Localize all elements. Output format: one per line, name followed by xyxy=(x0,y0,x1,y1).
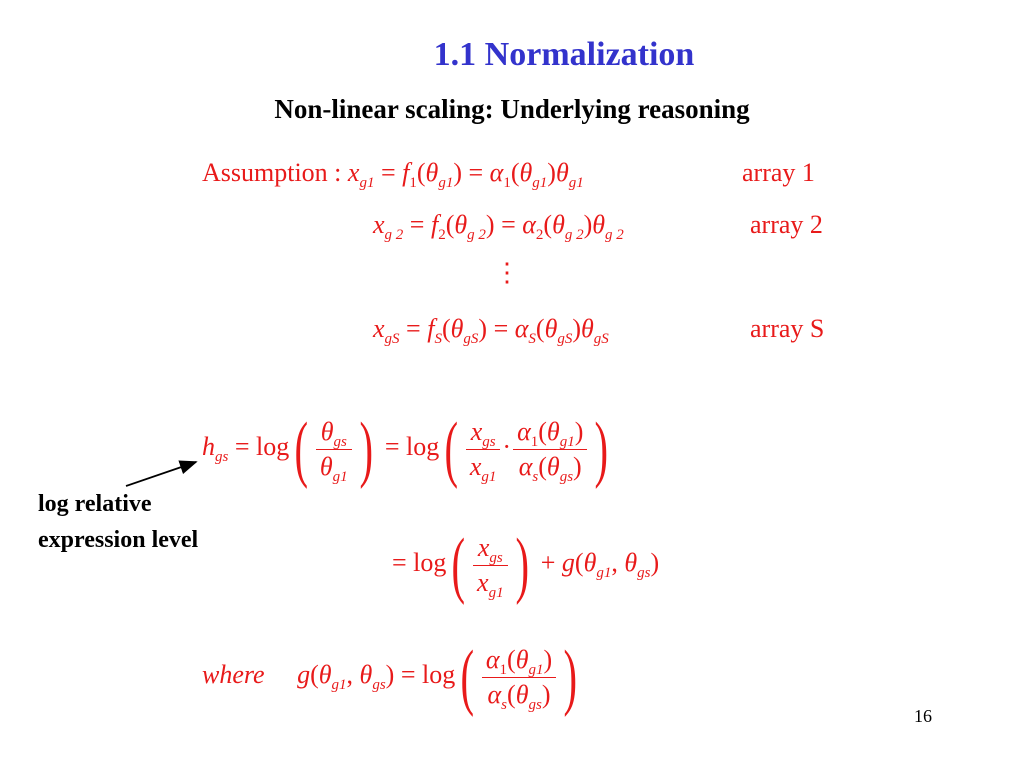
page-number: 16 xyxy=(914,706,932,726)
vertical-ellipsis: ⋮ xyxy=(494,258,520,287)
where-definition: where g(θg1, θgs) = log(α1(θg1)αs(θgs)) xyxy=(202,636,578,718)
equation-array-s: xgS = fS(θgS) = αS(θgS)θgS xyxy=(373,314,609,347)
array-1-label: array 1 xyxy=(742,158,815,187)
annotation-label: log relative expression level xyxy=(38,486,198,558)
array-2-label: array 2 xyxy=(750,210,823,239)
equation-array-1: Assumption : xg1 = f1(θg1) = α1(θg1)θg1 xyxy=(202,158,584,191)
annotation-line-2: expression level xyxy=(38,527,199,553)
slide-title: 1.1 Normalization xyxy=(433,36,695,73)
equation-array-2: xg 2 = f2(θg 2) = α2(θg 2)θg 2 xyxy=(373,210,624,243)
annotation-line-1: log relative xyxy=(38,491,152,517)
slide-subtitle: Non-linear scaling: Underlying reasoning xyxy=(274,94,750,124)
assumption-label: Assumption : xyxy=(202,158,342,187)
array-s-label: array S xyxy=(750,314,825,343)
where-label: where xyxy=(202,659,265,689)
